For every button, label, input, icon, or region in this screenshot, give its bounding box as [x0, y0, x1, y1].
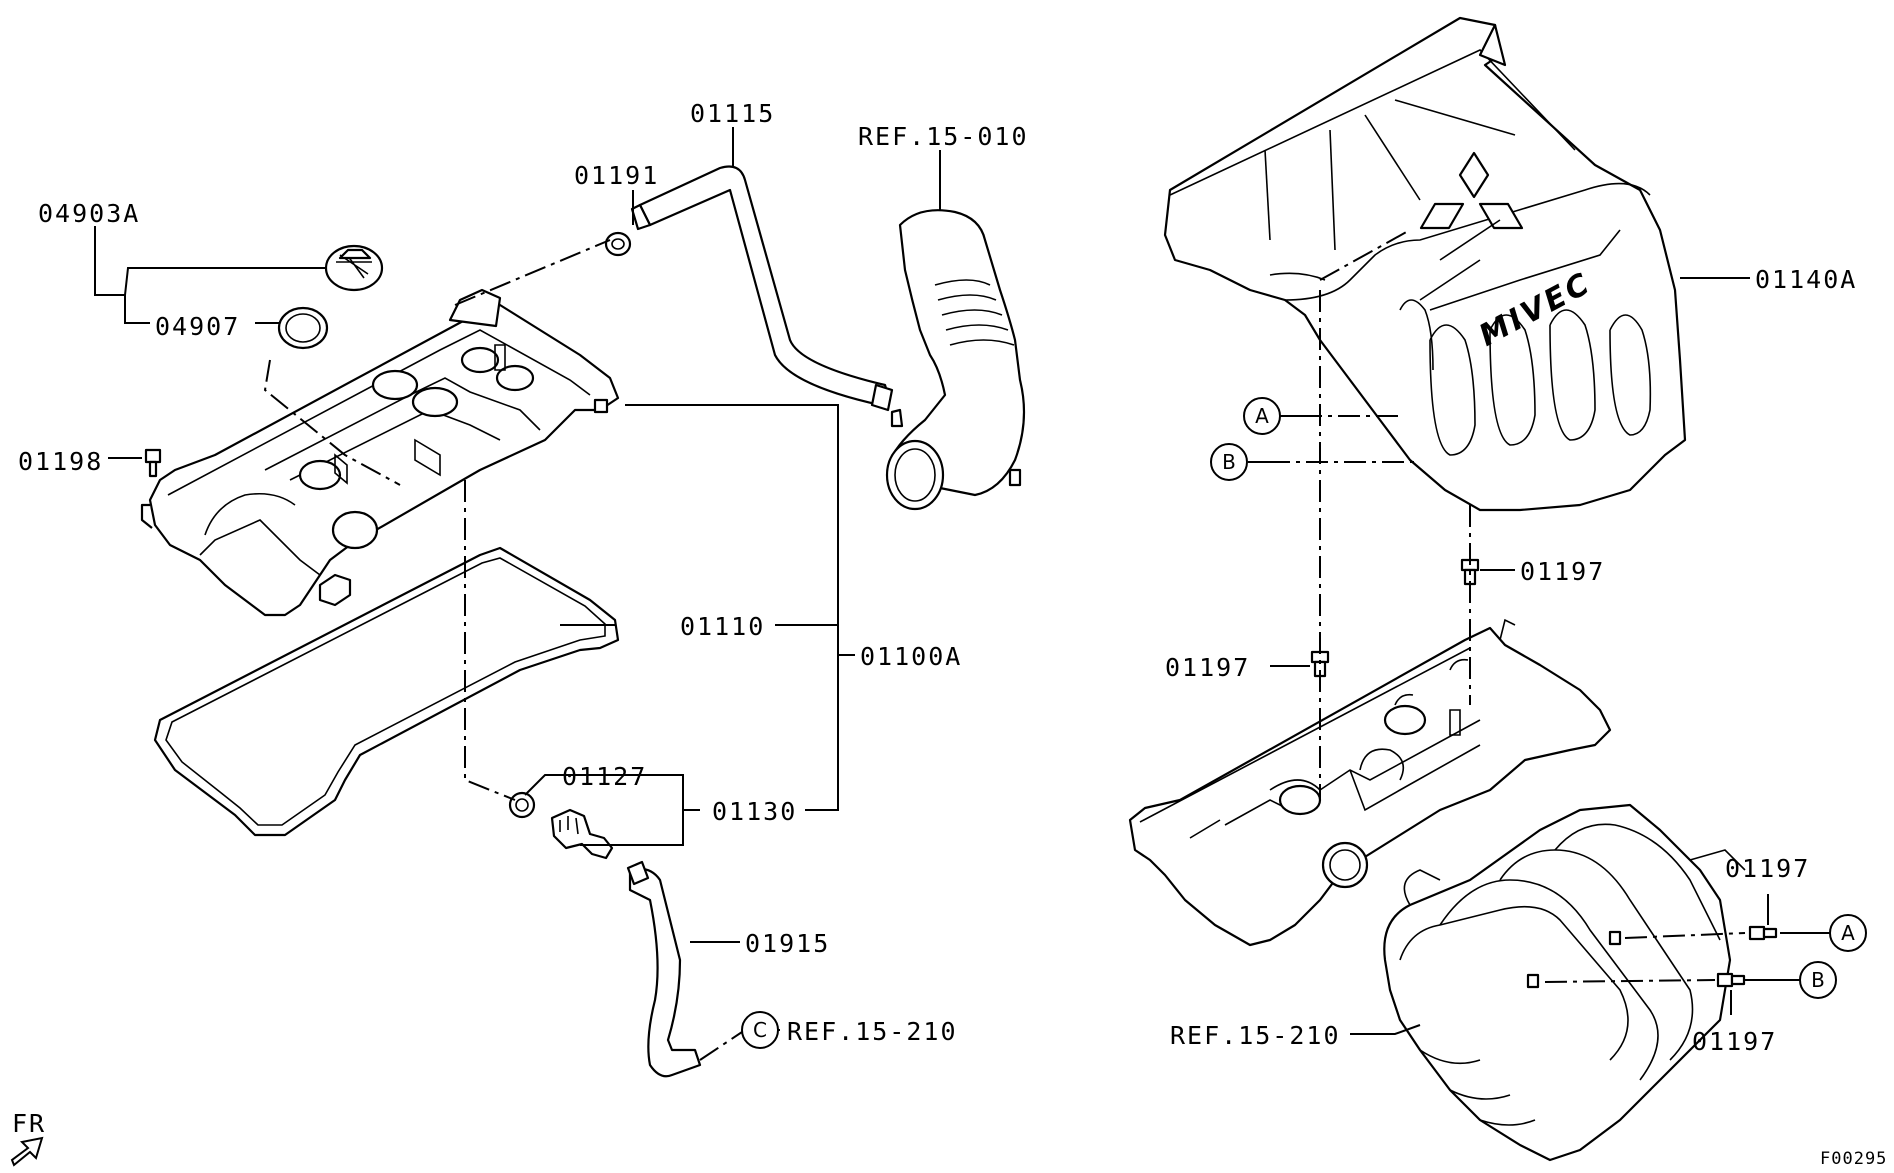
bolt-01197-left	[1310, 650, 1330, 678]
label-01915: 01915	[745, 929, 830, 958]
dash-lines-left	[263, 239, 746, 1061]
label-01191: 01191	[574, 161, 659, 190]
svg-text:A: A	[1841, 921, 1855, 945]
label-01198: 01198	[18, 447, 103, 476]
svg-text:B: B	[1222, 450, 1236, 474]
oil-filler-cap	[324, 244, 384, 292]
pcv-hose	[626, 860, 702, 1078]
rocker-cover	[140, 288, 620, 617]
figure-code: F00295	[1820, 1149, 1887, 1169]
cylinder-head	[1128, 618, 1612, 947]
callout-b-left: B	[1210, 443, 1248, 481]
dash-lines-right	[1268, 229, 1746, 983]
bolt-01197-right-bottom	[1716, 972, 1746, 988]
pcv-valve	[550, 808, 614, 860]
label-01127: 01127	[562, 762, 647, 791]
label-01115: 01115	[690, 99, 775, 128]
front-arrow-icon	[10, 1136, 44, 1167]
leader-lines-left	[94, 127, 941, 1031]
callout-a-left: A	[1243, 397, 1281, 435]
engine-cover: MIVEC	[1163, 16, 1687, 512]
label-01197-left: 01197	[1165, 653, 1250, 682]
label-04903A: 04903A	[38, 199, 140, 228]
label-01197-right-bottom: 01197	[1692, 1027, 1777, 1056]
rocker-cover-gasket	[153, 546, 620, 837]
breather-hose	[630, 165, 894, 412]
leader-lines-right	[1248, 277, 1830, 1035]
label-01197-right-top: 01197	[1725, 854, 1810, 883]
filler-cap-gasket	[277, 306, 329, 350]
label-ref-15-210-left: REF.15-210	[787, 1017, 958, 1046]
callout-b-right: B	[1799, 961, 1837, 999]
bolt-01197-right-top	[1748, 925, 1778, 941]
svg-text:C: C	[753, 1018, 767, 1042]
air-intake-hose	[885, 209, 1026, 511]
label-01110: 01110	[680, 612, 765, 641]
label-01100A: 01100A	[860, 642, 962, 671]
grommet	[604, 231, 632, 257]
label-fr: FR	[12, 1109, 46, 1138]
svg-text:A: A	[1255, 404, 1269, 428]
bolt-01198	[144, 448, 162, 478]
callout-c: C	[741, 1011, 779, 1049]
pcv-o-ring	[508, 791, 536, 819]
label-04907: 04907	[155, 312, 240, 341]
callout-a-right: A	[1829, 914, 1867, 952]
label-ref-15-010: REF.15-010	[858, 122, 1029, 151]
svg-text:B: B	[1811, 968, 1825, 992]
label-ref-15-210-right: REF.15-210	[1170, 1021, 1341, 1050]
label-01197-upper: 01197	[1520, 557, 1605, 586]
label-01130: 01130	[712, 797, 797, 826]
label-01140A: 01140A	[1755, 265, 1857, 294]
